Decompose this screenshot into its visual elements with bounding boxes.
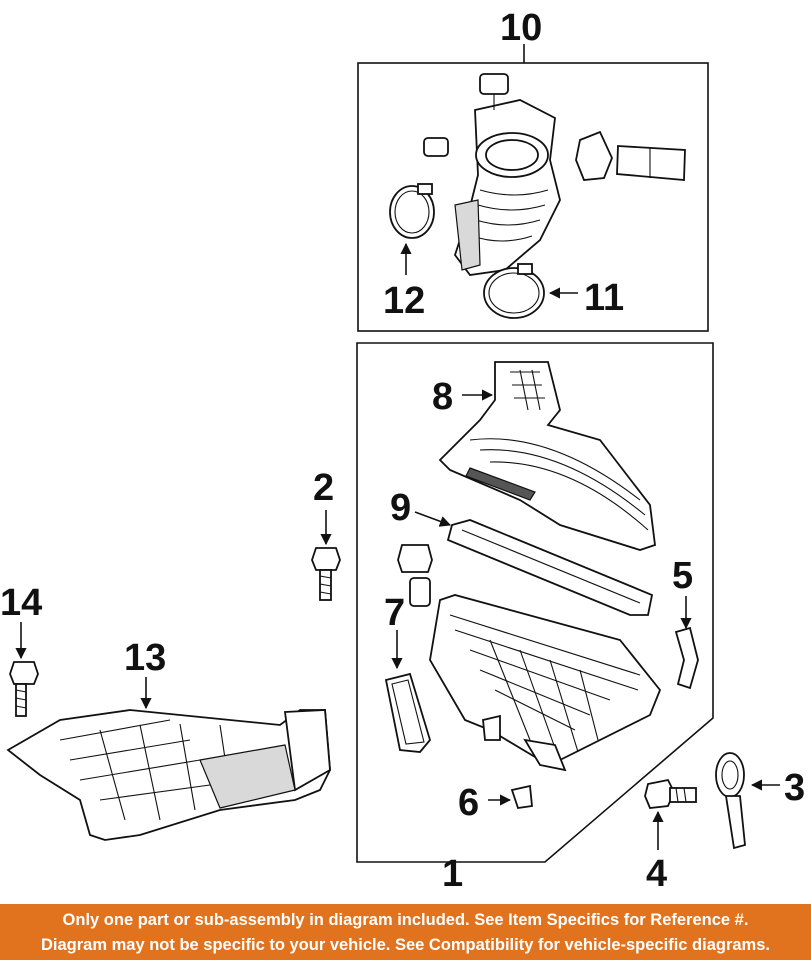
assembly-1-frame: [356, 342, 714, 863]
disclaimer-line-1: Only one part or sub-assembly in diagram…: [62, 911, 749, 929]
callout-2: 2: [313, 467, 334, 509]
bracket-5-part: [674, 626, 699, 690]
callout-6: 6: [458, 782, 479, 824]
sensor-3-part: [715, 752, 746, 850]
disclaimer-banner: Only one part or sub-assembly in diagram…: [0, 904, 811, 960]
callout-7: 7: [384, 592, 405, 634]
seal-7-part: [384, 672, 432, 753]
filter-element-part: [446, 519, 654, 616]
callout-4: 4: [646, 853, 667, 895]
clip-6-part: [510, 784, 533, 809]
callout-13: 13: [124, 637, 166, 679]
callout-10: 10: [500, 7, 542, 49]
callout-3: 3: [784, 767, 805, 809]
callout-12: 12: [383, 280, 425, 322]
clamp-12-part: [389, 183, 435, 239]
callout-5: 5: [672, 555, 693, 597]
bolt-4-part: [644, 778, 697, 809]
callout-9: 9: [390, 487, 411, 529]
bolt-14-part: [9, 661, 39, 717]
disclaimer-line-2: Diagram may not be specific to your vehi…: [41, 936, 770, 954]
filter-cover-part: [438, 361, 656, 551]
callout-11: 11: [584, 277, 624, 319]
callout-1: 1: [442, 853, 463, 895]
filter-housing-part: [429, 594, 662, 772]
callout-14: 14: [0, 582, 42, 624]
assembly-10-frame: [357, 62, 709, 332]
grommet-part: [397, 544, 433, 607]
air-duct-part: [6, 709, 331, 841]
parts-diagram: 10 12 11 8: [0, 7, 805, 895]
intake-tube-part: [423, 73, 561, 276]
bolt-2-part: [311, 547, 341, 601]
clamp-11-part: [483, 263, 545, 319]
duct-sleeve-part: [575, 130, 686, 181]
callout-8: 8: [432, 376, 453, 418]
